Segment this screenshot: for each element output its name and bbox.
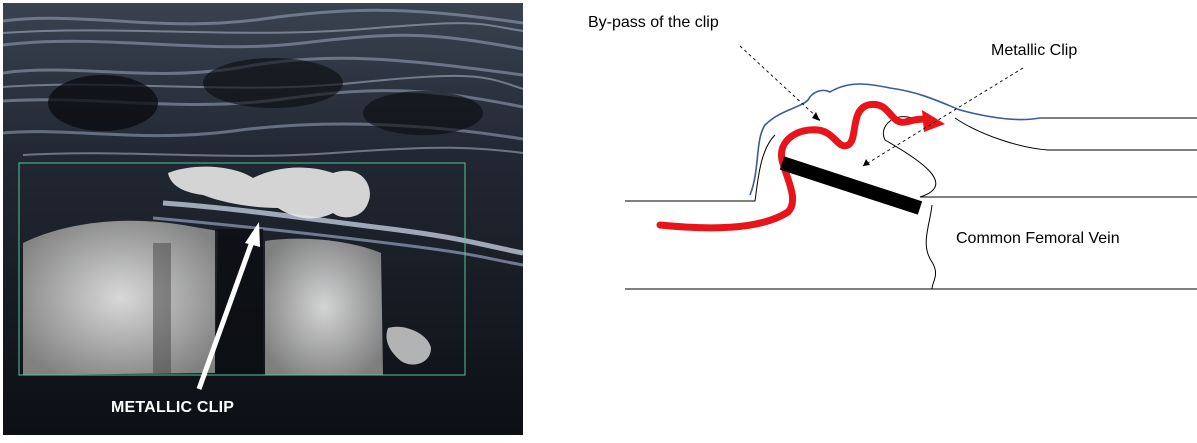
diagram-drawing xyxy=(560,0,1197,438)
bypass-leader xyxy=(740,46,820,120)
ultrasound-scan xyxy=(3,3,523,435)
bypass-label: By-pass of the clip xyxy=(588,14,719,32)
ultrasound-image: METALLIC CLIP xyxy=(3,3,523,435)
metallic-clip-label: METALLIC CLIP xyxy=(111,399,234,417)
vein-upper-wall-left xyxy=(625,135,775,201)
clip-label: Metallic Clip xyxy=(991,42,1077,60)
flow-arrowhead xyxy=(922,110,945,132)
clip-leader xyxy=(863,68,1023,166)
bypass-outline xyxy=(750,84,1040,195)
metallic-clip-bar xyxy=(782,163,920,208)
schematic-diagram: By-pass of the clip Metallic Clip Common… xyxy=(560,0,1197,438)
vein-label: Common Femoral Vein xyxy=(956,230,1120,248)
valve-contour xyxy=(926,205,935,289)
